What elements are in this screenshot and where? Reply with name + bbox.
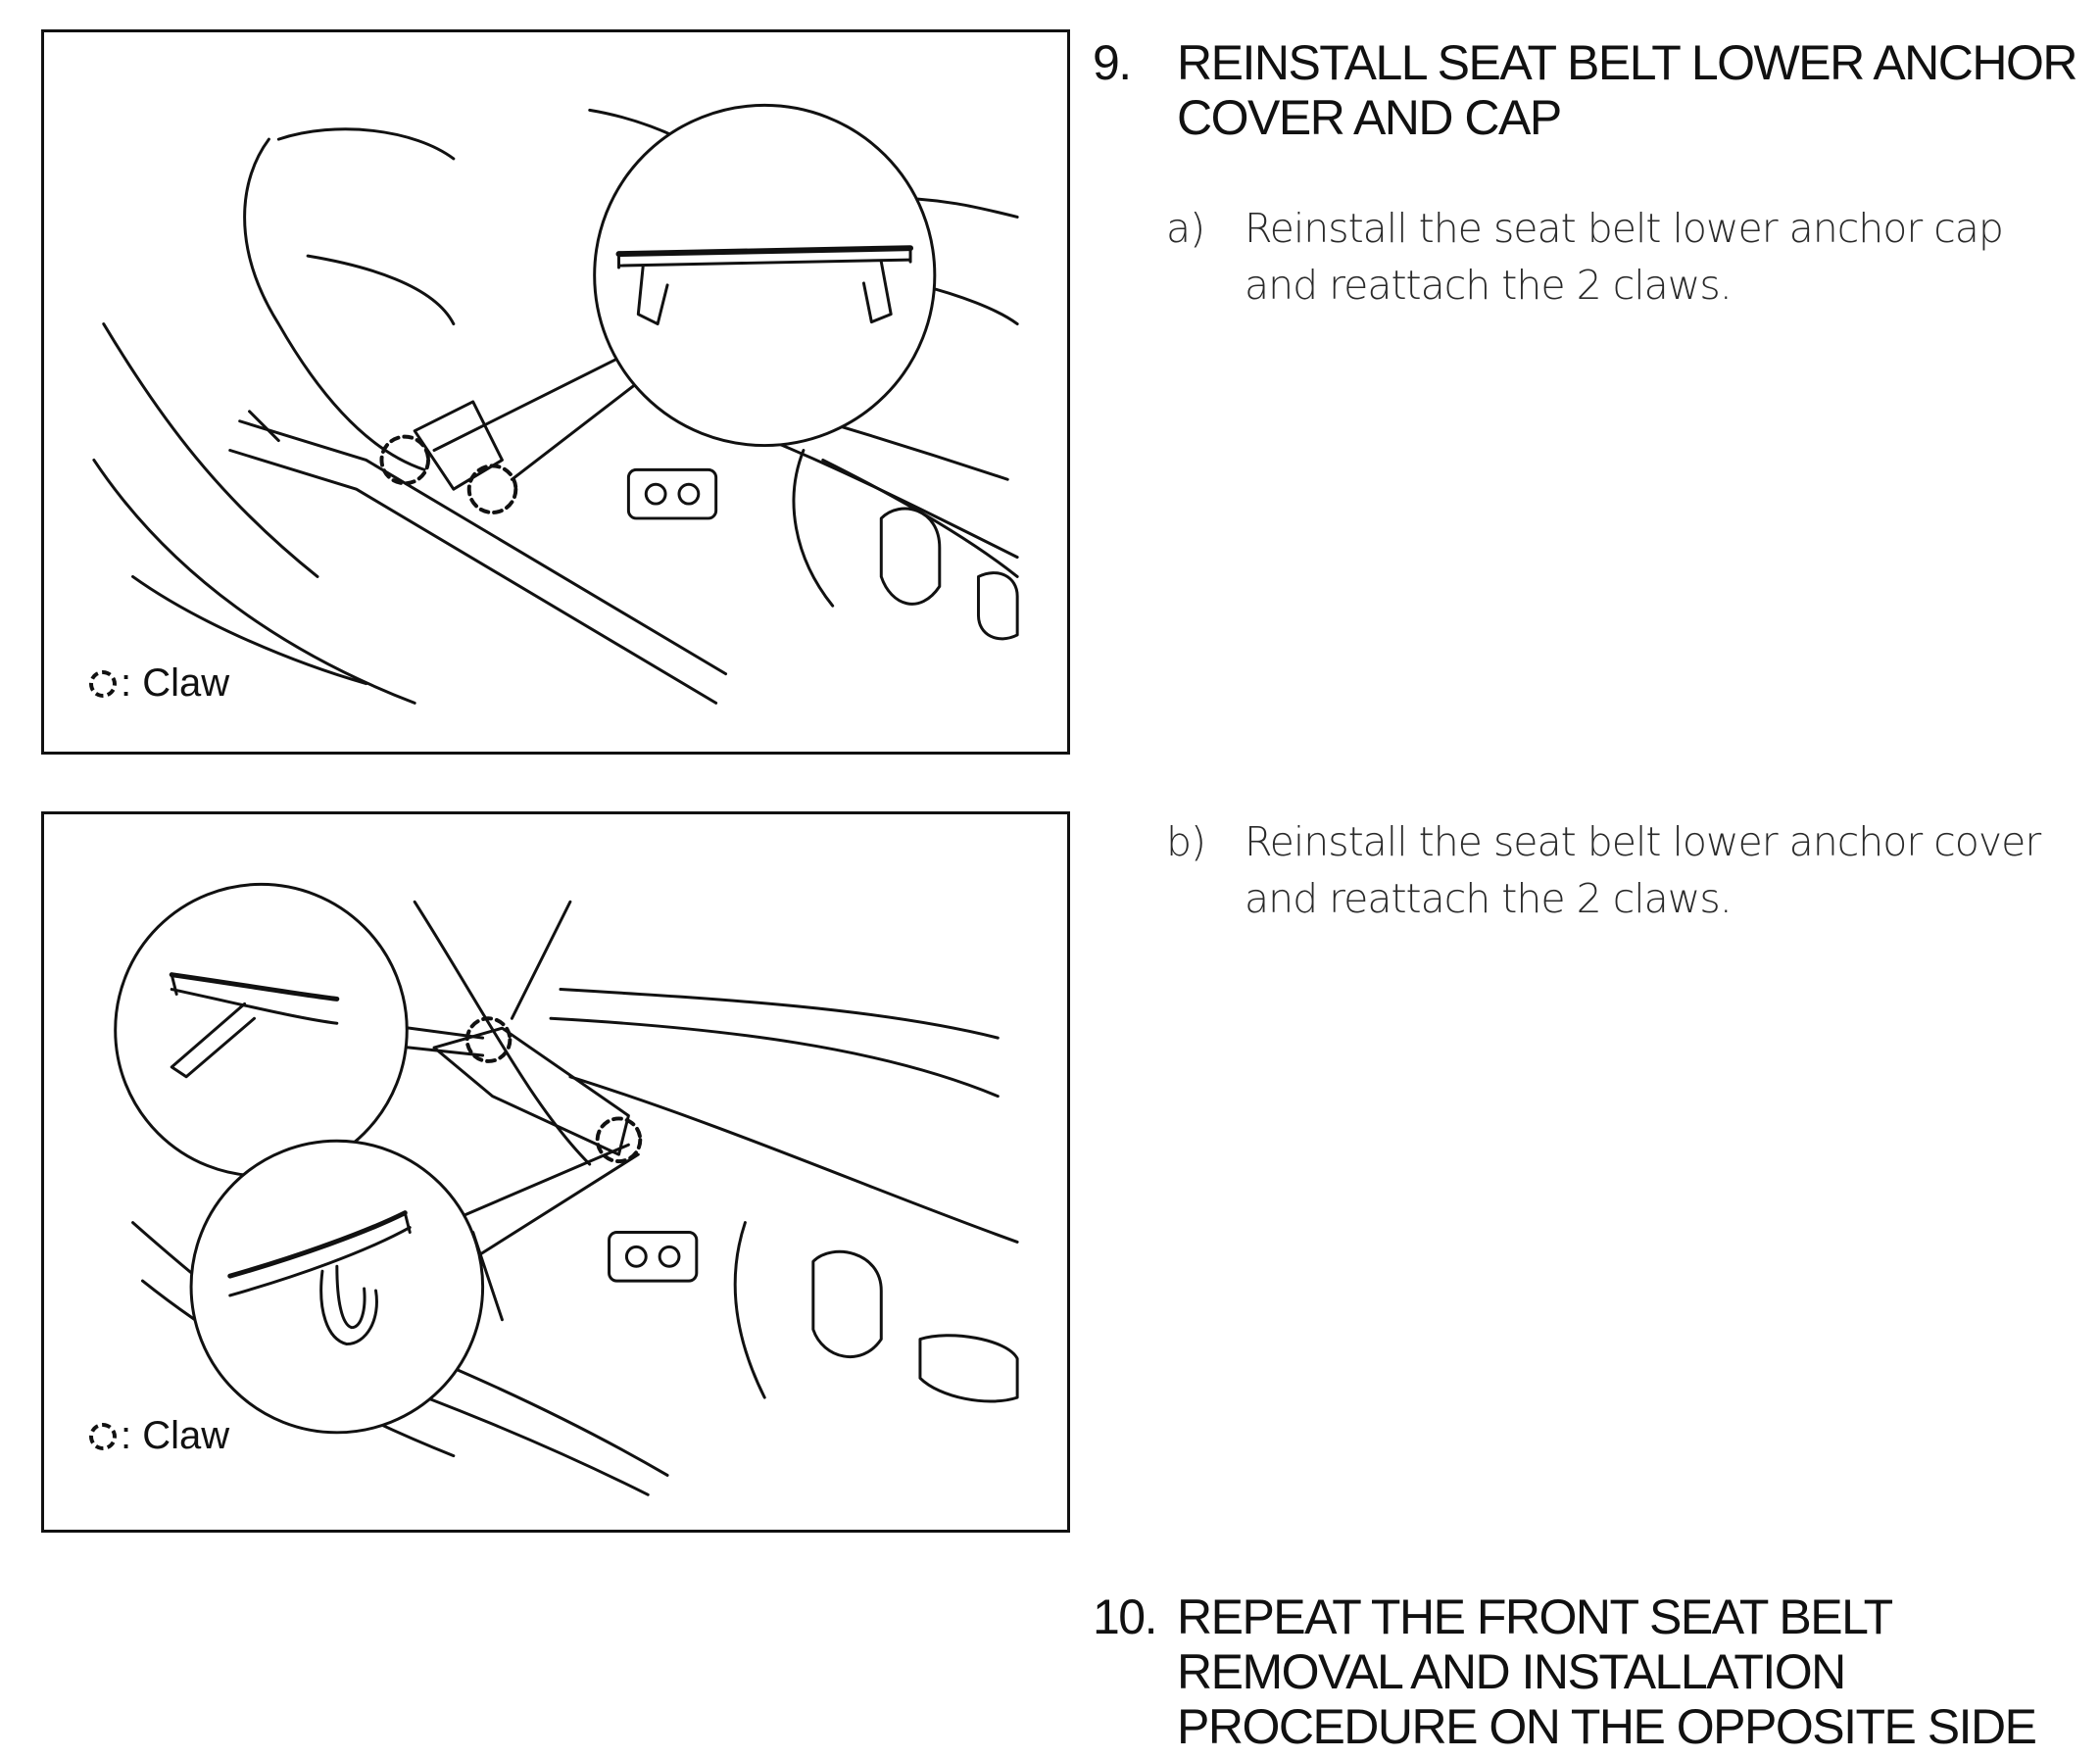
legend-colon: :	[121, 661, 143, 705]
seat-illustration-1	[92, 103, 1019, 705]
claw-legend: : Claw	[89, 661, 229, 706]
substep-a: a) Reinstall the seat belt lower anchor …	[1166, 200, 2058, 314]
step-9: 9. REINSTALL SEAT BELT LOWER ANCHOR COVE…	[1093, 35, 2082, 145]
legend-colon: :	[121, 1414, 143, 1457]
claw-circle-icon	[89, 1422, 117, 1450]
figure-anchor-cover: : Claw	[41, 811, 1070, 1533]
substep-text: Reinstall the seat belt lower anchor cov…	[1245, 818, 2041, 922]
seat-illustration-2	[114, 882, 1019, 1496]
claw-circle-icon	[89, 669, 117, 698]
substep-letter: b)	[1166, 818, 1206, 865]
figure-anchor-cap: : Claw	[41, 29, 1070, 755]
step-title: REINSTALL SEAT BELT LOWER ANCHOR COVER A…	[1177, 35, 2078, 145]
substep-b: b) Reinstall the seat belt lower anchor …	[1166, 813, 2058, 927]
legend-label: Claw	[142, 1414, 230, 1457]
claw-legend: : Claw	[89, 1414, 229, 1458]
step-number: 9.	[1093, 35, 1132, 90]
step-number: 10.	[1093, 1589, 1158, 1644]
substep-letter: a)	[1166, 205, 1205, 252]
substep-text: Reinstall the seat belt lower anchor cap…	[1245, 205, 2004, 309]
step-title: REPEAT THE FRONT SEAT BELT REMOVAL AND I…	[1177, 1589, 2037, 1754]
legend-label: Claw	[142, 661, 230, 705]
step-10: 10. REPEAT THE FRONT SEAT BELT REMOVAL A…	[1093, 1589, 2082, 1754]
